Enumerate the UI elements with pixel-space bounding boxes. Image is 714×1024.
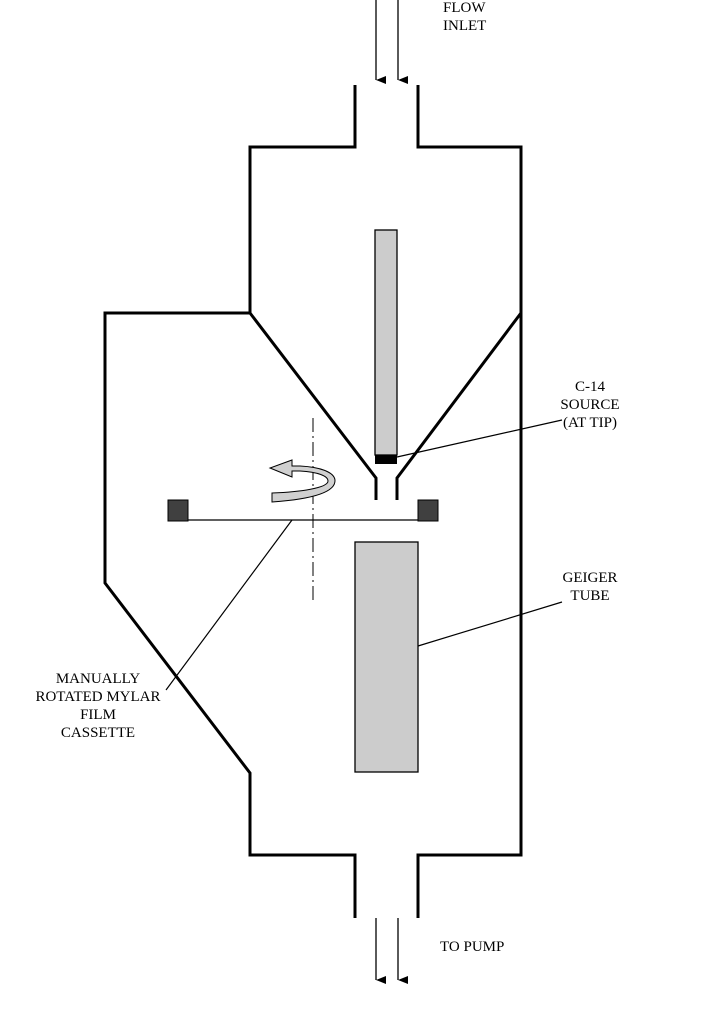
label-line: TUBE — [570, 588, 610, 604]
inlet-arrows — [375, 0, 408, 84]
cone-right — [395, 312, 523, 500]
chamber-wall-right — [416, 85, 523, 918]
leader-source — [396, 419, 563, 458]
chamber-wall-left — [103, 85, 357, 918]
label-line: C-14 — [575, 379, 605, 395]
leader-cassette — [165, 519, 293, 691]
label-geiger-tube: GEIGER TUBE — [545, 569, 635, 605]
label-line: MANUALLY — [55, 671, 141, 687]
label-c14-source: C-14 SOURCE (AT TIP) — [545, 378, 635, 432]
label-line: FILM — [80, 707, 116, 723]
cassette-block-left — [167, 499, 189, 522]
cassette-block-right — [417, 499, 439, 522]
label-flow-inlet: FLOW INLET — [443, 0, 486, 35]
rotation-arrow-icon — [268, 459, 336, 503]
label-line: ROTATED MYLAR — [35, 689, 161, 705]
label-line: (AT TIP) — [562, 415, 618, 431]
outlet-arrows — [375, 918, 408, 984]
label-to-pump: TO PUMP — [440, 939, 505, 955]
label-line: GEIGER — [562, 570, 618, 586]
source-rod — [374, 229, 398, 456]
label-line: INLET — [443, 18, 487, 34]
label-line: SOURCE — [560, 397, 620, 413]
c14-source-tip — [375, 455, 397, 464]
cone-left — [248, 312, 378, 500]
label-line: FLOW — [443, 0, 486, 16]
label-line: CASSETTE — [60, 725, 136, 741]
label-mylar-cassette: MANUALLY ROTATED MYLAR FILM CASSETTE — [18, 670, 178, 742]
geiger-tube — [354, 541, 419, 773]
leader-geiger — [417, 601, 563, 647]
